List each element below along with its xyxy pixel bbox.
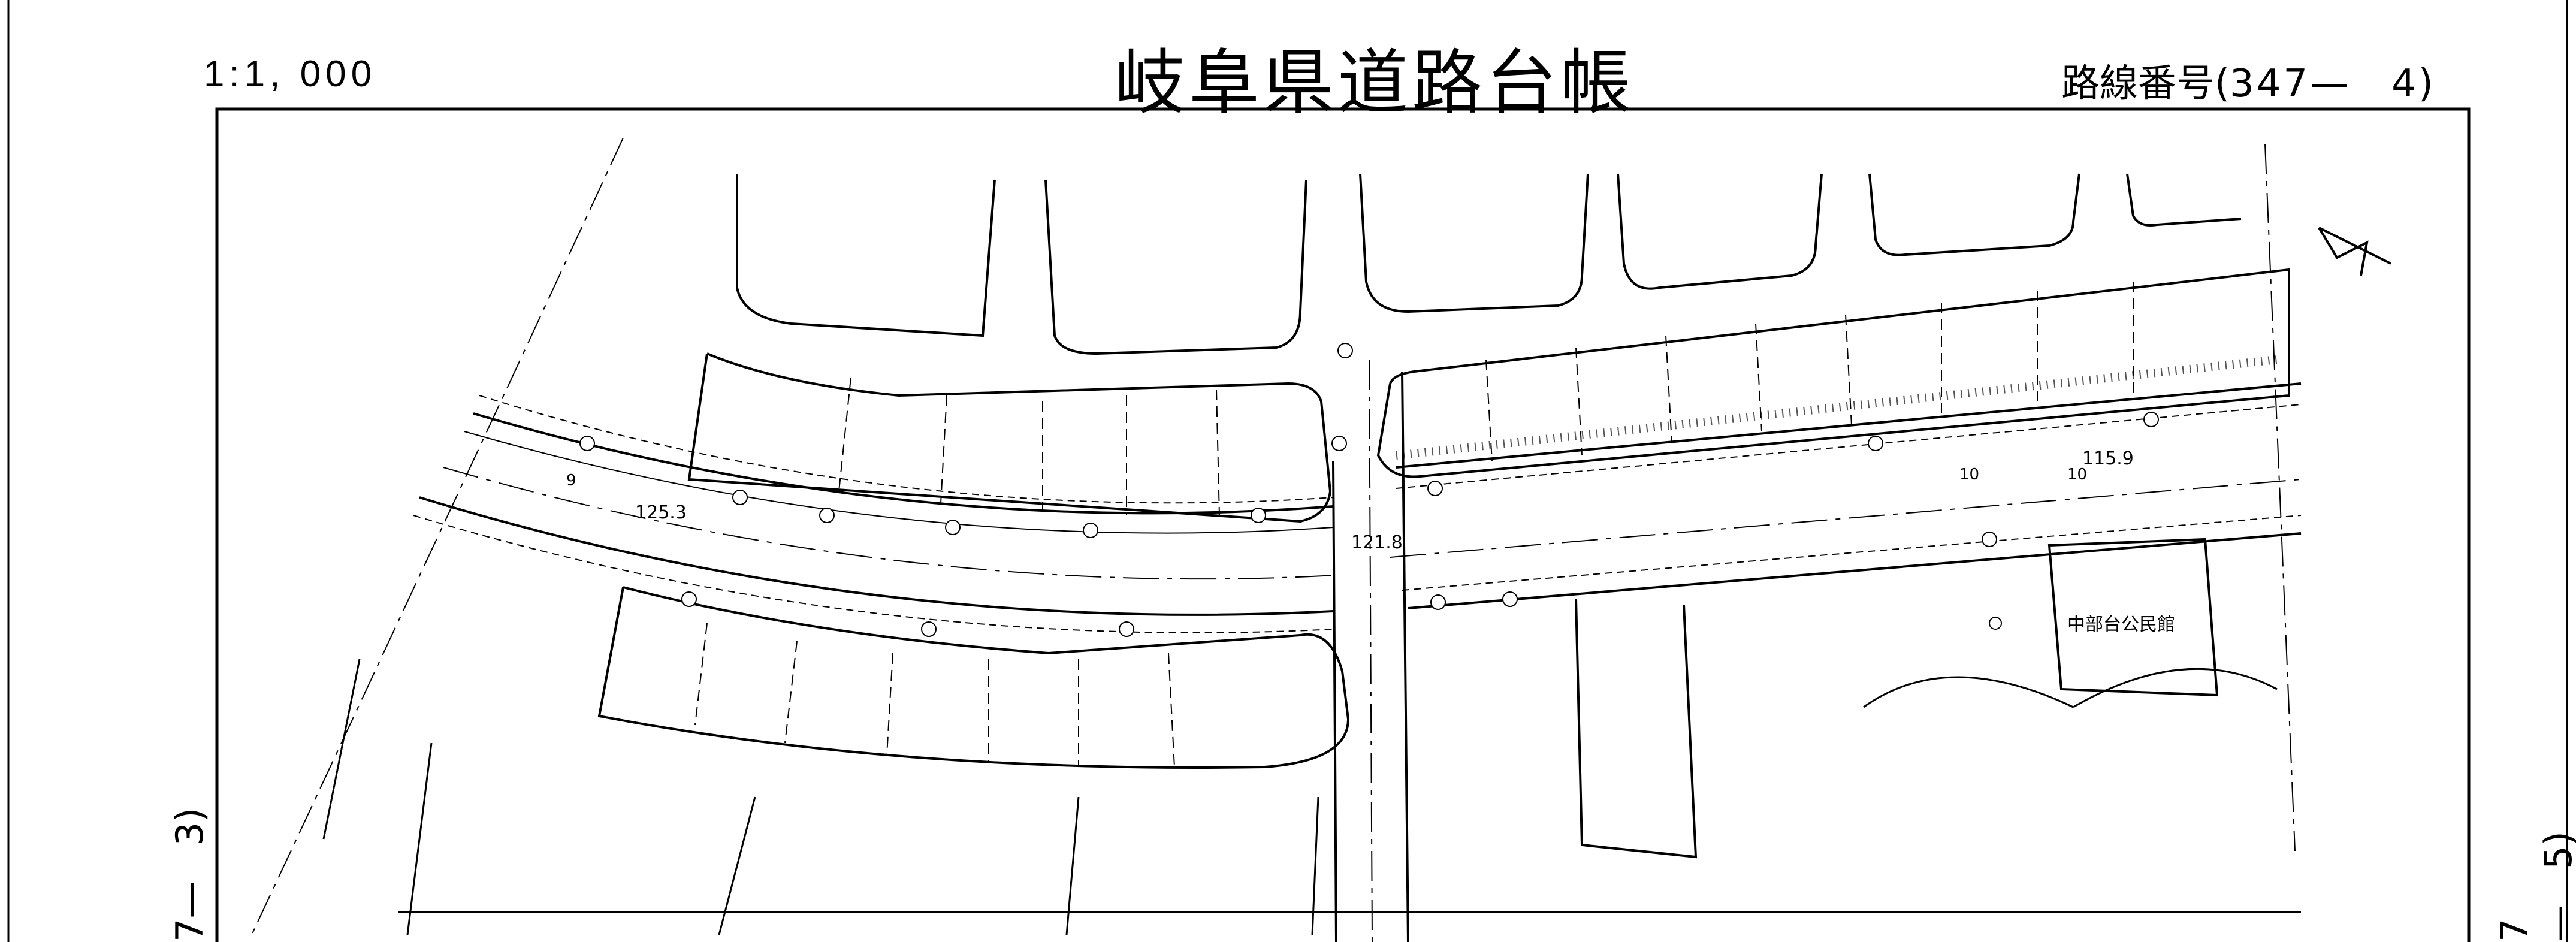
route-number-value: 347— 4) — [2229, 62, 2436, 106]
lower-lot-lines — [322, 659, 1319, 935]
map-frame — [215, 107, 2471, 942]
road-edge-right-lower — [1408, 532, 2302, 609]
block-middle-right — [1376, 268, 2290, 478]
survey-markers — [579, 343, 2159, 637]
block-upper-6 — [2126, 173, 2242, 227]
width-label-1: 9 — [566, 472, 576, 490]
cross-street-left-edge — [1332, 461, 1337, 942]
width-label-3: 10 — [2067, 466, 2087, 484]
sidewalk-upper — [464, 431, 1334, 534]
block-upper-2 — [1044, 179, 1307, 355]
distance-label-3: 115.9 — [2082, 448, 2134, 469]
block-upper-5 — [1868, 173, 2080, 256]
width-label-2: 10 — [1959, 466, 1979, 484]
slope-arc-2 — [2073, 668, 2278, 708]
road-edge-right-upper-dashed — [1396, 404, 2302, 489]
road-edge-right-upper — [1396, 382, 2302, 469]
right-of-way-left — [251, 137, 624, 935]
scale-label: 1:1, 000 — [204, 53, 377, 95]
north-arrow-icon — [2318, 227, 2391, 276]
cross-street-right-edge — [1401, 371, 1409, 942]
road-edge-lower-dashed — [413, 515, 1334, 633]
parcel-lines-lower — [694, 623, 1175, 768]
block-upper-3 — [1359, 173, 1589, 313]
block-lower-mid — [1575, 599, 1698, 859]
parcel-lines-right — [1485, 282, 2134, 462]
right-of-way-right — [2264, 143, 2296, 852]
road-centerline-right — [1390, 479, 2302, 558]
slope-arc-1 — [1863, 676, 2074, 708]
road-edge-upper-outer — [473, 412, 1334, 515]
block-middle-left — [687, 352, 1332, 523]
building-community-center — [2047, 538, 2219, 697]
distance-label-2: 121.8 — [1351, 532, 1403, 553]
parcel-lines-left — [838, 377, 1220, 516]
road-edge-upper-dashed — [479, 395, 1334, 504]
road-edge-lower-outer — [419, 496, 1334, 616]
block-upper-4 — [1617, 173, 1823, 290]
sidewalk-dotted-band — [1396, 355, 2278, 460]
building-label-community-center: 中部台公民館 — [2067, 614, 2175, 635]
cross-street-centerline — [1369, 359, 1373, 942]
road-edge-right-lower-dashed — [1402, 515, 2302, 591]
distance-label-1: 125.3 — [635, 502, 687, 523]
road-centerline-left — [443, 467, 1337, 580]
route-number: 路線番号(347— 4) — [2061, 53, 2436, 108]
block-upper-1 — [736, 174, 996, 337]
block-lower-left — [597, 586, 1350, 769]
route-number-label: 路線番号( — [2061, 62, 2230, 106]
